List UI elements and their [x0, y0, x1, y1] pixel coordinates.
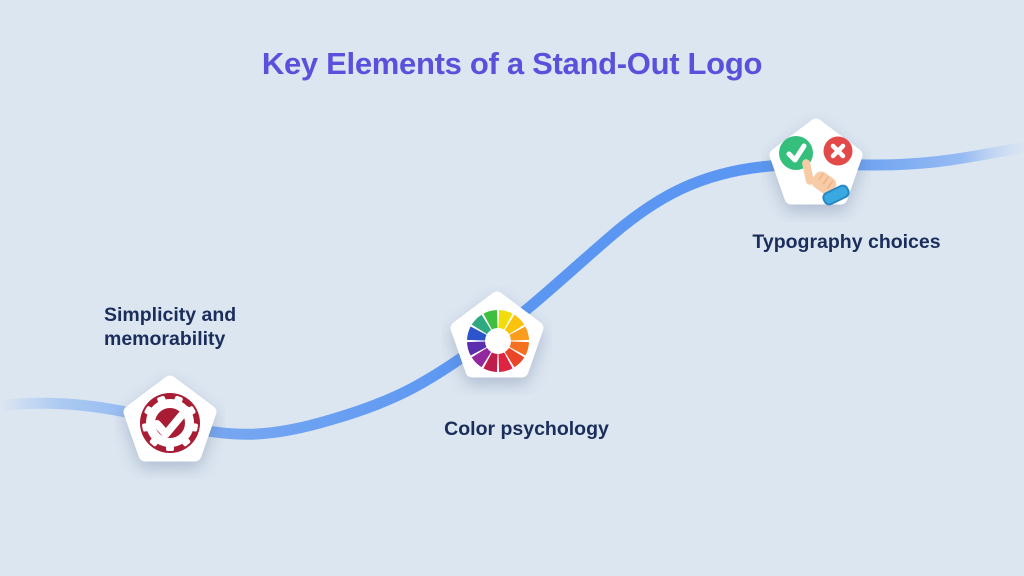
color-wheel-segment	[467, 326, 487, 341]
pointing-hand-icon	[802, 159, 850, 206]
page-title: Key Elements of a Stand-Out Logo	[261, 46, 763, 81]
milestone-badge-simplicity	[115, 369, 225, 479]
check-cross-hand-icon	[769, 118, 863, 206]
color-wheel-segment	[498, 310, 513, 330]
color-wheel-segment	[483, 352, 498, 372]
milestone-label-simplicity: Simplicity and memorability	[104, 304, 237, 351]
gear-check-badge-icon	[123, 375, 217, 462]
hand-knuckle-lines	[818, 173, 834, 189]
color-wheel-segment	[509, 341, 529, 356]
color-wheel-segment	[498, 352, 513, 372]
check-mark	[153, 406, 190, 438]
hand-cuff	[822, 184, 850, 206]
color-wheel-segment	[467, 341, 487, 356]
color-wheel-segments	[467, 310, 529, 372]
milestone-badge-color	[442, 285, 552, 395]
color-wheel-segment	[471, 347, 492, 368]
milestone-label-color: Color psychology	[444, 418, 609, 440]
color-wheel-segment	[483, 310, 498, 330]
color-wheel-segment	[504, 347, 525, 368]
hand-index-finger	[802, 159, 814, 185]
milestone-badge-typography	[761, 112, 871, 222]
reject-x-mark	[830, 143, 846, 159]
badge-pentagon	[450, 291, 544, 378]
gear-icon	[142, 395, 198, 451]
approve-check-mark	[786, 143, 807, 163]
color-wheel-segment	[509, 326, 529, 341]
color-wheel-segment	[504, 314, 525, 335]
color-wheel-segment	[471, 314, 492, 335]
color-wheel-icon	[450, 291, 544, 378]
milestone-label-typography: Typography choices	[752, 231, 941, 253]
gear-ring	[146, 399, 194, 447]
